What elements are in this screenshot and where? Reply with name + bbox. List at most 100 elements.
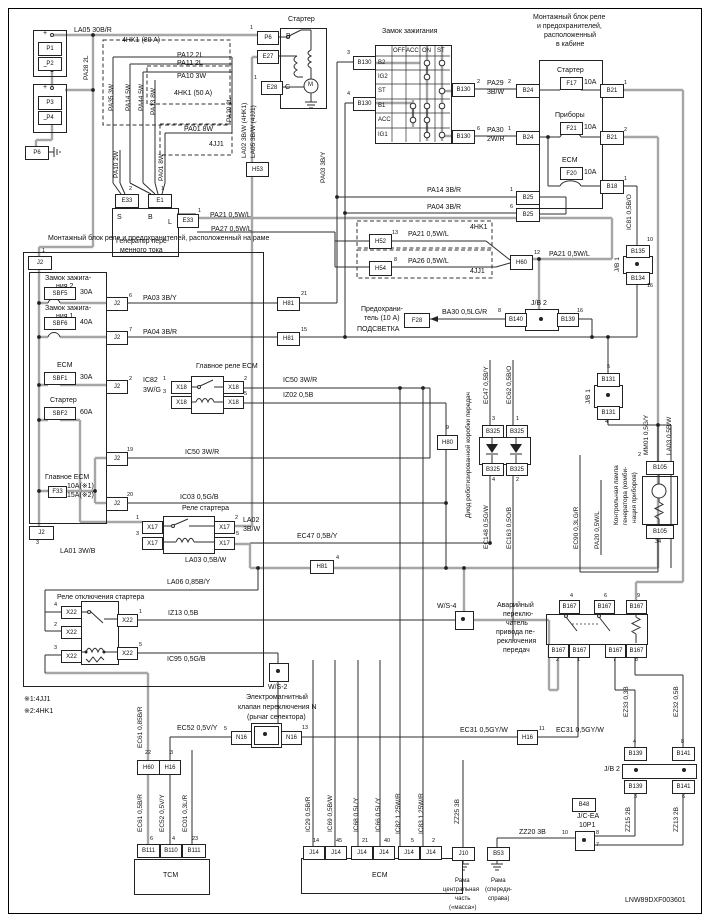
pin-x17-2: 2 [235, 515, 239, 521]
pin-b167-8: 8 [635, 657, 639, 663]
pin-b141-8: 8 [681, 739, 685, 745]
pin-x18-5: 5 [244, 391, 248, 397]
connector-b24-2: B24 [516, 131, 540, 145]
connector-b130-ig1: B130 [452, 130, 475, 144]
fuse-f21: F21 [560, 122, 583, 135]
pin-b18-1: 1 [624, 176, 628, 182]
starter-cutoff-relay-body [81, 601, 119, 665]
switch-title-3: чатель [506, 620, 528, 627]
starter-m: M [308, 82, 313, 88]
wire-pa04-j2: PA04 3B/R [143, 329, 178, 336]
connector-b105-34: B105 [646, 525, 674, 539]
starter-c: C [285, 84, 291, 91]
pin-b130-ig1-6: 6 [477, 126, 481, 132]
connector-h53: H53 [246, 162, 269, 177]
connector-x22-4: X22 [61, 606, 82, 619]
col-off: OFF [393, 48, 405, 54]
wire-pa11: PA11 2L [177, 60, 203, 67]
row-acc: ACC [378, 117, 391, 123]
connector-h80: H80 [437, 435, 458, 450]
jb2-top-label: J/B 2 [531, 300, 547, 307]
fuse-sbf5: SBF5 [44, 287, 76, 300]
wire-la06: LA06 0,85B/Y [167, 579, 211, 586]
wire-pa10-3w: PA10 3W [177, 73, 207, 80]
pin-x22-4: 4 [54, 602, 58, 608]
battery-1 [33, 30, 67, 77]
tcm-label: TCM [163, 872, 179, 879]
diode-title: Диод роботизированной коробки передач [465, 392, 472, 518]
wire-ec52-v: EC52 0,5V/Y [159, 794, 166, 832]
connector-b325-1: B325 [506, 425, 528, 438]
pin-b325-1: 1 [516, 416, 520, 422]
connector-b167-6: B167 [594, 600, 615, 614]
pin-n16-5: 5 [224, 726, 228, 732]
wire-pa14-5w: PA14 5W [125, 84, 132, 111]
wire-la02-4hk1: LA02 3B/W (4HK1) [241, 102, 248, 158]
emergency-switch-body [546, 614, 648, 645]
pin-j2-3: 3 [36, 540, 40, 546]
connector-b131-4: B131 [597, 406, 620, 420]
wire-la05: LA05 30B/R [74, 27, 112, 34]
wire-pa30-1: PA30 [487, 127, 504, 134]
battery-minus-1: − [43, 64, 48, 71]
pin-j2-19: 19 [127, 447, 134, 453]
connector-b111-6: B111 [137, 844, 160, 858]
wire-mm01: MM01 0,5G/Y [643, 414, 650, 455]
wire-la03-relay: LA03 0,5B/W [185, 557, 227, 564]
pin-x22-5: 5 [139, 642, 143, 648]
dashed-box-4hk1-80a [102, 39, 231, 126]
wire-ic68: IC68 0,5L/Y [353, 797, 360, 832]
connector-x22-3: X22 [61, 650, 82, 663]
pin-b110-4: 4 [172, 836, 176, 842]
pin-h54-8: 8 [394, 257, 398, 263]
pin-b167-9: 9 [637, 593, 641, 599]
wire-pa21-h52: PA21 0,5W/L [408, 231, 449, 238]
solenoid-caption-1: Электромагнитный [246, 694, 308, 701]
wire-ec62-v: EC62 0,5B/O [506, 365, 513, 404]
connector-h16-tcm: H16 [159, 760, 181, 775]
jc-ea-label-2: 10P1 [579, 822, 596, 829]
connector-n16-l: N16 [231, 731, 252, 745]
connector-b325-3: B325 [482, 425, 504, 438]
wire-la05-4jj1: LA05 3B/W (4JJ1) [250, 105, 257, 158]
connector-e28: E28 [261, 81, 283, 95]
wire-pa04-3br: PA04 3B/R [427, 204, 462, 211]
connector-b167-1: B167 [569, 644, 590, 658]
pin-h60-22: 22 [145, 750, 152, 756]
connector-j2-top: J2 [28, 256, 52, 270]
connector-b25-2: B25 [516, 208, 540, 222]
pin-e28: 1 [254, 75, 258, 81]
connector-j14-2: J14 [420, 846, 442, 860]
connector-j2-20: J2 [106, 497, 128, 511]
wire-ec31-1: EC31 0,5GY/W [460, 727, 508, 734]
fuse-title-zz2-1: Замок зажига- [45, 275, 92, 282]
pin-jc-8: 8 [596, 830, 600, 836]
switch-title-2: переклю- [503, 611, 534, 618]
pin-j2-20: 20 [127, 492, 134, 498]
connector-b105-2: B105 [646, 461, 674, 475]
pin-x22-1: 1 [139, 609, 143, 615]
connector-p1: P1 [38, 42, 62, 56]
pin-j14-2: 2 [432, 838, 436, 844]
connector-p3: P3 [38, 96, 62, 110]
sbf1-amp: 30А [80, 374, 93, 381]
row-b2: B2 [378, 60, 386, 66]
wire-ec90: EC90 0,3LG/R [573, 506, 580, 549]
pin-h81-4: 4 [336, 555, 340, 561]
connector-x22-5: X22 [117, 647, 138, 660]
fuse-title-glavnoe: Главное ECM [45, 474, 90, 481]
connector-b167-9: B167 [626, 600, 647, 614]
wire-zz13: ZZ13 2B [673, 807, 680, 832]
wire-la03-v: LA03 0,5B/W [666, 416, 673, 455]
diagram-code: LNW89DXF003601 [625, 897, 686, 904]
dashed-box-4hk1-mid [356, 220, 493, 249]
ecm-main-relay-body [191, 376, 224, 414]
connector-b53: B53 [487, 847, 510, 861]
ground-j10-2: центральная [443, 887, 479, 893]
wire-pa10-2w: PA10 2W [113, 151, 120, 178]
wire-zz15: ZZ15 2B [625, 807, 632, 832]
pin-b105-34: 34 [655, 539, 662, 545]
connector-b134: B134 [626, 272, 650, 285]
ground-j10-4: («масса») [449, 905, 477, 911]
